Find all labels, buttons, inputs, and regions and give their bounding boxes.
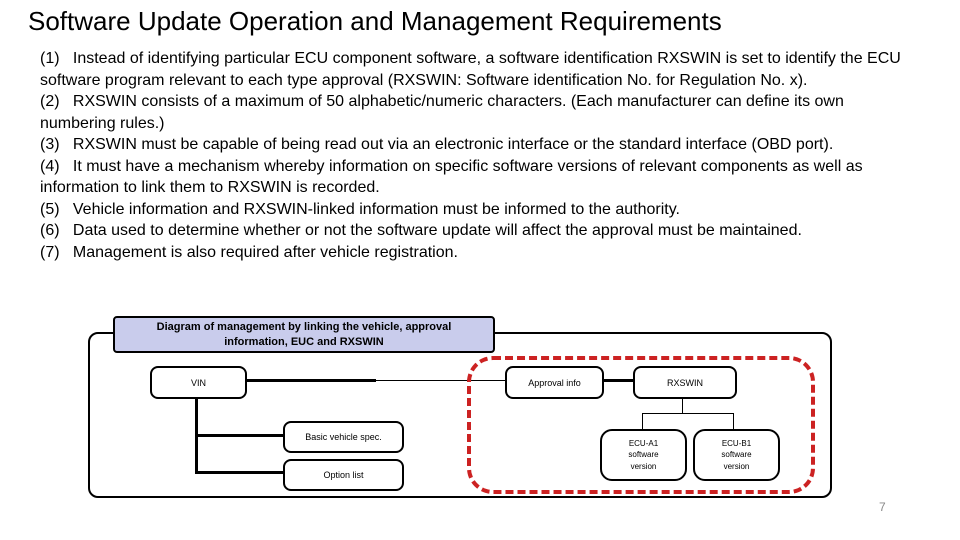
node-option-list: Option list — [283, 459, 404, 491]
rxswin-highlight-dashed-box — [467, 356, 815, 494]
connector-to-ecu-a1 — [642, 413, 643, 429]
connector-to-basic-spec — [195, 434, 283, 437]
requirement-item-5: (5) Vehicle information and RXSWIN-linke… — [40, 200, 680, 218]
requirement-item-2: (2) RXSWIN consists of a maximum of 50 a… — [40, 93, 849, 132]
connector-vin-to-approval-thin — [375, 380, 505, 381]
connector-approval-to-rxswin — [600, 379, 633, 382]
requirement-item-7: (7) Management is also required after ve… — [40, 243, 458, 261]
node-approval-info: Approval info — [505, 366, 604, 399]
diagram-title-box: Diagram of management by linking the veh… — [113, 316, 495, 353]
requirement-item-3: (3) RXSWIN must be capable of being read… — [40, 136, 834, 153]
node-rxswin: RXSWIN — [633, 366, 737, 399]
node-ecu-b1-software-version: ECU-B1 software version — [693, 429, 780, 481]
requirements-list: (1) Instead of identifying particular EC… — [40, 48, 908, 263]
node-ecu-a1-software-version: ECU-A1 software version — [600, 429, 687, 481]
connector-to-ecu-b1 — [733, 413, 734, 429]
page-title: Software Update Operation and Management… — [28, 6, 722, 36]
node-vin: VIN — [150, 366, 247, 399]
page-number: 7 — [879, 500, 886, 514]
connector-rxswin-stem — [682, 395, 683, 413]
requirement-item-6: (6) Data used to determine whether or no… — [40, 222, 802, 239]
connector-vin-to-approval-thick — [243, 379, 376, 382]
requirement-item-1: (1) Instead of identifying particular EC… — [40, 50, 906, 89]
requirement-item-4: (4) It must have a mechanism whereby inf… — [40, 157, 868, 197]
connector-ecu-branch — [642, 413, 734, 414]
node-basic-vehicle-spec: Basic vehicle spec. — [283, 421, 404, 453]
connector-to-option-list — [195, 471, 283, 474]
